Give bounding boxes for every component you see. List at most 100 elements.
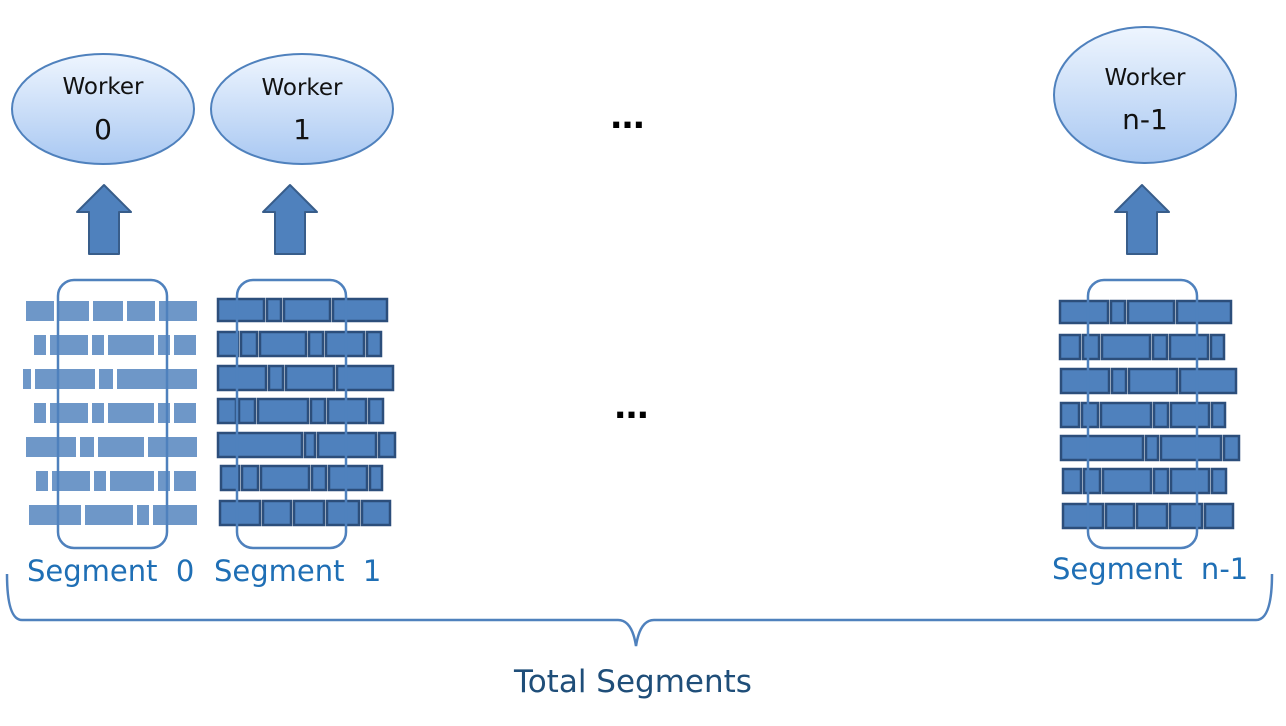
segment-n-1-bricks — [1058, 299, 1241, 530]
ellipsis-middle: … — [615, 387, 650, 427]
arrow-up-icon-0 — [76, 184, 132, 255]
segment-n-1-brick — [1144, 434, 1160, 462]
segment-0-brick — [90, 333, 106, 357]
segment-0-brick — [48, 333, 90, 357]
segment-n-1-brick — [1135, 502, 1169, 530]
segment-0-brick — [146, 435, 199, 459]
segment-0-brick — [125, 299, 157, 323]
segment-0-brick — [33, 367, 97, 391]
segment-0-brick — [156, 401, 172, 425]
worker-node-0-index: 0 — [94, 113, 112, 146]
segment-n-1-brick — [1081, 333, 1101, 361]
segment-0-brick — [157, 299, 199, 323]
segment-0-brick — [108, 469, 156, 493]
segment-1-brick — [267, 364, 285, 392]
worker-node-n-1-label: Worker — [1104, 65, 1186, 91]
segment-1-brick — [307, 330, 325, 358]
segment-n-1-label: Segment n-1 — [1052, 552, 1248, 586]
segment-n-1-brick — [1061, 502, 1105, 530]
segment-0-brick — [115, 367, 199, 391]
segment-1-brick — [259, 464, 311, 492]
segment-0-brick — [48, 401, 90, 425]
segment-1-brick — [310, 464, 328, 492]
segment-0-brick — [32, 401, 48, 425]
segment-n-1-brick — [1110, 367, 1128, 395]
worker-node-0-label: Worker — [62, 74, 144, 100]
segment-n-1-brick — [1059, 434, 1145, 462]
segment-n-1-brick — [1126, 299, 1176, 325]
segment-1-brick — [239, 330, 259, 358]
segment-1-brick — [265, 297, 283, 323]
segment-0-brick — [106, 401, 156, 425]
worker-node-n-1-shape — [1053, 26, 1237, 164]
worker-node-0-shape — [11, 53, 195, 165]
segment-0-brick — [24, 299, 56, 323]
segment-1-brick — [327, 464, 369, 492]
segment-1-brick — [284, 364, 336, 392]
segment-0-bricks — [21, 299, 199, 527]
segment-n-1-brick — [1168, 333, 1210, 361]
segment-1-bricks — [216, 297, 397, 527]
segment-0-brick — [96, 435, 146, 459]
segment-0-brick — [78, 435, 96, 459]
segment-n-1-brick — [1152, 467, 1170, 495]
arrow-up-icon-1 — [262, 184, 318, 255]
worker-node-1-shape — [210, 53, 394, 165]
worker-node-1: Worker 1 — [210, 53, 394, 165]
segment-n-1-brick — [1080, 401, 1100, 429]
arrow-up-icon-n-1 — [1114, 184, 1170, 255]
segment-n-1-brick — [1059, 401, 1081, 429]
segment-1-brick — [292, 499, 326, 527]
segment-0-brick — [92, 469, 108, 493]
segment-n-1-brick — [1159, 434, 1223, 462]
segment-0-brick — [135, 503, 151, 527]
segment-1 — [216, 278, 397, 550]
segment-n-1-brick — [1127, 367, 1179, 395]
segment-1-brick — [216, 397, 238, 425]
segment-n-1-brick — [1100, 333, 1152, 361]
segment-n-1-brick — [1104, 502, 1136, 530]
segment-0-brick — [27, 503, 83, 527]
segment-n-1-brick — [1109, 299, 1127, 325]
worker-node-1-index: 1 — [293, 113, 311, 146]
segment-0-brick — [32, 333, 48, 357]
segment-0-window — [56, 278, 169, 550]
segment-0-brick — [56, 299, 91, 323]
segment-1-brick — [368, 464, 384, 492]
ellipsis-top: … — [611, 97, 646, 137]
segment-0-brick — [172, 469, 198, 493]
segment-1-brick — [331, 297, 389, 323]
segment-n-1-brick — [1152, 401, 1170, 429]
segment-n-1-brick — [1210, 401, 1227, 429]
segment-1-brick — [216, 297, 266, 323]
segment-n-1-brick — [1059, 367, 1111, 395]
segment-1-brick — [367, 397, 385, 425]
segment-n-1-brick — [1169, 467, 1211, 495]
segment-0-brick — [90, 401, 106, 425]
segment-n-1-window — [1086, 278, 1199, 550]
segment-n-1-brick — [1210, 467, 1228, 495]
segment-n-1-brick — [1101, 467, 1153, 495]
segment-0-brick — [106, 333, 156, 357]
total-segments-label: Total Segments — [513, 664, 752, 700]
segment-0-brick — [172, 333, 198, 357]
segment-0-brick — [156, 333, 172, 357]
worker-node-n-1-index: n-1 — [1122, 103, 1168, 136]
worker-node-0: Worker 0 — [11, 53, 195, 165]
segment-n-1-brick — [1058, 333, 1082, 361]
segment-1-label: Segment 1 — [214, 554, 381, 588]
segment-0-brick — [91, 299, 125, 323]
segment-0 — [21, 278, 199, 550]
segment-n-1-brick — [1061, 467, 1083, 495]
segment-n-1-brick — [1203, 502, 1235, 530]
segment-1-brick — [237, 397, 257, 425]
segment-1-brick — [240, 464, 260, 492]
segment-n-1-brick — [1169, 401, 1211, 429]
segment-1-brick — [303, 431, 317, 459]
segment-1-brick — [216, 330, 240, 358]
total-segments-brace — [5, 573, 1274, 647]
segment-1-brick — [216, 431, 304, 459]
segment-0-brick — [97, 367, 115, 391]
worker-node-1-label: Worker — [261, 75, 343, 101]
